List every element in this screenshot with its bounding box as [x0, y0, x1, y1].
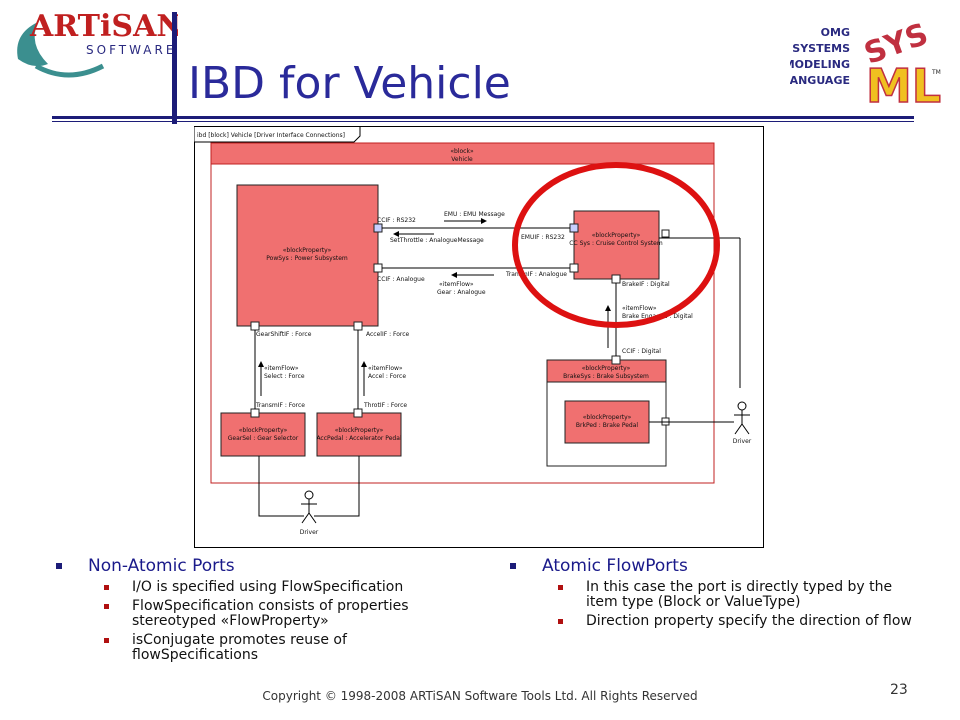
ibd-diagram: ibd [block] Vehicle [Driver Interface Co…: [194, 126, 764, 548]
gearsel-block: [220, 412, 306, 457]
port-ccif-digital: [611, 355, 621, 365]
svg-text:«blockProperty»: «blockProperty»: [335, 427, 384, 434]
svg-text:«itemFlow»: «itemFlow»: [622, 305, 657, 312]
accpedal-name: AccPedal : Accelerator Pedal: [316, 435, 401, 442]
driver-label-bottom: Driver: [300, 529, 319, 536]
svg-text:OMG: OMG: [821, 26, 850, 39]
svg-text:EMUIF : RS232: EMUIF : RS232: [521, 234, 565, 241]
port-ccif-analogue: [373, 263, 383, 273]
brkped-name: BrkPed : Brake Pedal: [576, 422, 638, 429]
swoosh-icon: [17, 22, 48, 67]
bullet-item: I/O is specified using FlowSpecification: [54, 580, 474, 595]
port-brakeif: [611, 274, 621, 284]
slide-title: IBD for Vehicle: [188, 58, 511, 109]
frame-tab: [194, 126, 361, 143]
svg-text:«block»: «block»: [450, 148, 474, 155]
svg-text:«blockProperty»: «blockProperty»: [583, 414, 632, 421]
svg-text:Gear : Analogue: Gear : Analogue: [437, 289, 486, 296]
svg-text:CCIF : Analogue: CCIF : Analogue: [377, 276, 425, 283]
svg-text:BrakeIF : Digital: BrakeIF : Digital: [622, 281, 670, 288]
brkped-block: [564, 400, 650, 444]
driver-label-right: Driver: [733, 438, 752, 445]
svg-text:«blockProperty»: «blockProperty»: [592, 232, 641, 239]
bullet-heading-non-atomic: Non-Atomic Ports: [54, 556, 474, 576]
bullet-heading-atomic: Atomic FlowPorts: [508, 556, 928, 576]
port-accelif: [353, 321, 363, 331]
svg-text:«blockProperty»: «blockProperty»: [239, 427, 288, 434]
svg-text:ML: ML: [866, 59, 941, 108]
svg-text:AccelIF : Force: AccelIF : Force: [366, 331, 410, 338]
svg-text:ThrotIF : Force: ThrotIF : Force: [363, 402, 407, 409]
svg-text:«itemFlow»: «itemFlow»: [264, 365, 299, 372]
svg-text:«itemFlow»: «itemFlow»: [368, 365, 403, 372]
header-rule-thin: [52, 121, 914, 122]
port-gearshiftif: [250, 321, 260, 331]
driver-actor-bottom: [301, 490, 317, 524]
svg-text:Select : Force: Select : Force: [264, 373, 305, 380]
svg-text:TransmIF : Force: TransmIF : Force: [255, 402, 305, 409]
omg-sysml-logo: OMG SYSTEMS MODELING LANGUAGE SYS ML TM: [790, 16, 942, 108]
left-bullet-column: Non-Atomic Ports I/O is specified using …: [54, 556, 474, 667]
svg-text:MODELING: MODELING: [790, 58, 850, 71]
bullet-item: In this case the port is directly typed …: [508, 580, 928, 610]
page-number: 23: [890, 682, 908, 698]
svg-text:CCIF : Digital: CCIF : Digital: [622, 348, 661, 355]
header-rule: [52, 116, 914, 119]
frame-label: ibd [block] Vehicle [Driver Interface Co…: [197, 132, 345, 139]
bullet-item: isConjugate promotes reuse of flowSpecif…: [54, 633, 474, 663]
vehicle-name: Vehicle: [451, 156, 473, 163]
svg-text:EMU : EMU Message: EMU : EMU Message: [444, 211, 505, 218]
port-transmif-analogue: [569, 263, 579, 273]
bullet-item: Direction property specify the direction…: [508, 614, 928, 629]
svg-text:«itemFlow»: «itemFlow»: [439, 281, 474, 288]
logo-subtitle: SOFTWARE: [86, 43, 176, 57]
port-throtif-force: [353, 408, 363, 418]
svg-text:GearShiftIF : Force: GearShiftIF : Force: [256, 331, 312, 338]
copyright-footer: Copyright © 1998-2008 ARTiSAN Software T…: [262, 689, 698, 703]
right-bullet-column: Atomic FlowPorts In this case the port i…: [508, 556, 928, 633]
highlight-circle: [512, 162, 720, 328]
svg-text:LANGUAGE: LANGUAGE: [790, 74, 850, 87]
svg-text:CCIF : RS232: CCIF : RS232: [377, 217, 416, 224]
svg-text:SYSTEMS: SYSTEMS: [792, 42, 850, 55]
bullet-item: FlowSpecification consists of properties…: [54, 599, 474, 629]
powsys-block: [236, 184, 379, 327]
port-emuif: [569, 223, 579, 233]
port-ccif-rs232: [373, 223, 383, 233]
logo-wordmark: ARTiSAN: [29, 9, 178, 44]
header-accent-bar: [172, 12, 177, 124]
svg-text:SetThrottle : AnalogueMessage: SetThrottle : AnalogueMessage: [390, 237, 484, 244]
vehicle-header: [210, 142, 715, 165]
brakesys-name: BrakeSys : Brake Subsystem: [563, 373, 649, 380]
svg-text:«blockProperty»: «blockProperty»: [582, 365, 631, 372]
artisan-logo: ARTiSAN SOFTWARE: [17, 9, 178, 78]
svg-text:«blockProperty»: «blockProperty»: [283, 247, 332, 254]
driver-actor-right: [734, 401, 750, 435]
svg-text:Accel : Force: Accel : Force: [368, 373, 406, 380]
gearsel-name: GearSel : Gear Selector: [228, 435, 299, 442]
svg-text:TM: TM: [931, 69, 941, 76]
powsys-name: PowSys : Power Subsystem: [266, 255, 348, 262]
svg-text:TransmIF : Analogue: TransmIF : Analogue: [505, 271, 567, 278]
ccsys-name: CC Sys : Cruise Control System: [569, 240, 663, 247]
port-transmif-force: [250, 408, 260, 418]
